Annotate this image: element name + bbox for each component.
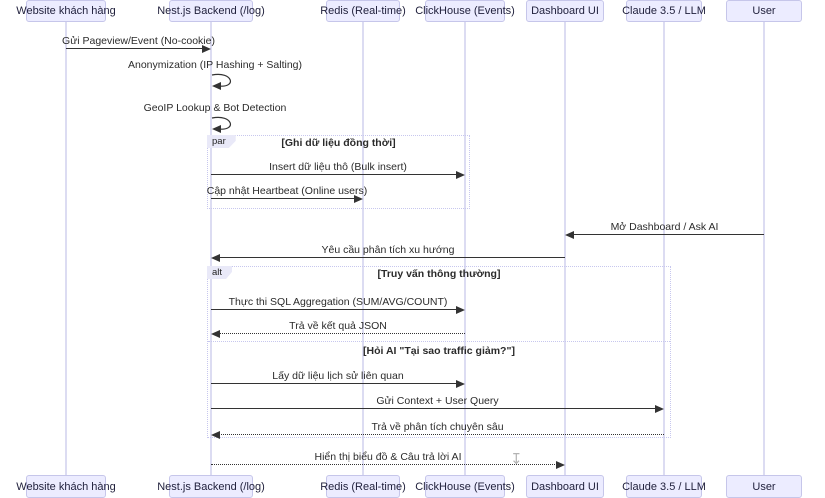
message-arrowhead (354, 195, 363, 203)
message-line (217, 434, 664, 435)
participant-lifeline (65, 22, 67, 475)
participant-box-bottom: Redis (Real-time) (320, 475, 406, 498)
cursor-glyph: ↧ (510, 451, 523, 468)
message-arrowhead (456, 171, 465, 179)
self-message-loop-arrow (211, 73, 241, 91)
frame-alt: alt [Truy vấn thông thường] [Hỏi AI "Tại s… (207, 266, 671, 438)
self-message-label: Anonymization (IP Hashing + Salting) (127, 59, 303, 71)
participant-lifeline (663, 22, 665, 475)
message-arrowhead (456, 380, 465, 388)
message-line (211, 464, 559, 465)
message-label: Cập nhật Heartbeat (Online users) (206, 185, 368, 197)
message-line (211, 408, 658, 409)
participant-box-top: Claude 3.5 / LLM (622, 0, 706, 22)
self-message-label: GeoIP Lookup & Bot Detection (143, 102, 287, 114)
participant-box-bottom: Claude 3.5 / LLM (622, 475, 706, 498)
frame-section-guard: [Hỏi AI "Tại sao traffic giảm?"] (363, 345, 515, 357)
message-line (211, 309, 459, 310)
message-label: Yêu cầu phân tích xu hướng (321, 244, 455, 256)
participant-lifeline (763, 22, 765, 475)
message-line (217, 333, 465, 334)
self-message-loop-arrow (211, 116, 241, 134)
participant-box-top: User (726, 0, 802, 22)
message-arrowhead (556, 461, 565, 469)
message-label: Hiển thị biểu đồ & Câu trả lời AI (314, 451, 462, 463)
frame-guard-title: [Ghi dữ liệu đồng thời] (281, 137, 396, 149)
frame-par: par [Ghi dữ liệu đồng thời] (207, 135, 470, 209)
participant-lifeline (210, 22, 212, 475)
participant-lifeline (464, 22, 466, 475)
frame-label-tab: alt (207, 266, 233, 279)
participant-box-top: Dashboard UI (526, 0, 604, 22)
message-label: Gửi Context + User Query (376, 395, 499, 407)
message-arrowhead (456, 306, 465, 314)
message-arrowhead (655, 405, 664, 413)
message-line (211, 198, 357, 199)
participant-lifeline (362, 22, 364, 475)
frame-label-tab: par (207, 135, 236, 148)
participant-box-bottom: ClickHouse (Events) (415, 475, 515, 498)
message-line (211, 174, 459, 175)
message-arrowhead (211, 431, 220, 439)
participant-box-bottom: User (726, 475, 802, 498)
participant-box-top: ClickHouse (Events) (415, 0, 515, 22)
message-label: Insert dữ liệu thô (Bulk insert) (269, 161, 407, 173)
message-arrowhead (565, 231, 574, 239)
message-label: Lấy dữ liệu lịch sử liên quan (272, 370, 404, 382)
participant-box-top: Nest.js Backend (/log) (157, 0, 265, 22)
frame-section-divider (208, 341, 670, 342)
message-label: Trả về phân tích chuyên sâu (371, 421, 504, 433)
message-line (211, 383, 459, 384)
autoscroll-cursor-icon: ↧ (510, 452, 523, 467)
message-arrowhead (202, 45, 211, 53)
message-line (66, 48, 205, 49)
message-arrowhead (211, 330, 220, 338)
message-line (571, 234, 764, 235)
participant-box-bottom: Website khách hàng (16, 475, 116, 498)
participant-box-top: Redis (Real-time) (320, 0, 406, 22)
message-label: Gửi Pageview/Event (No-cookie) (62, 35, 215, 47)
message-label: Mở Dashboard / Ask AI (610, 221, 719, 233)
participant-lifeline (564, 22, 566, 475)
message-label: Trả về kết quả JSON (289, 320, 387, 332)
frame-guard-title: [Truy vấn thông thường] (377, 268, 501, 280)
participant-box-top: Website khách hàng (16, 0, 116, 22)
message-label: Thực thi SQL Aggregation (SUM/AVG/COUNT) (228, 296, 448, 308)
participant-box-bottom: Dashboard UI (526, 475, 604, 498)
message-line (217, 257, 565, 258)
message-arrowhead (211, 254, 220, 262)
participant-box-bottom: Nest.js Backend (/log) (157, 475, 265, 498)
